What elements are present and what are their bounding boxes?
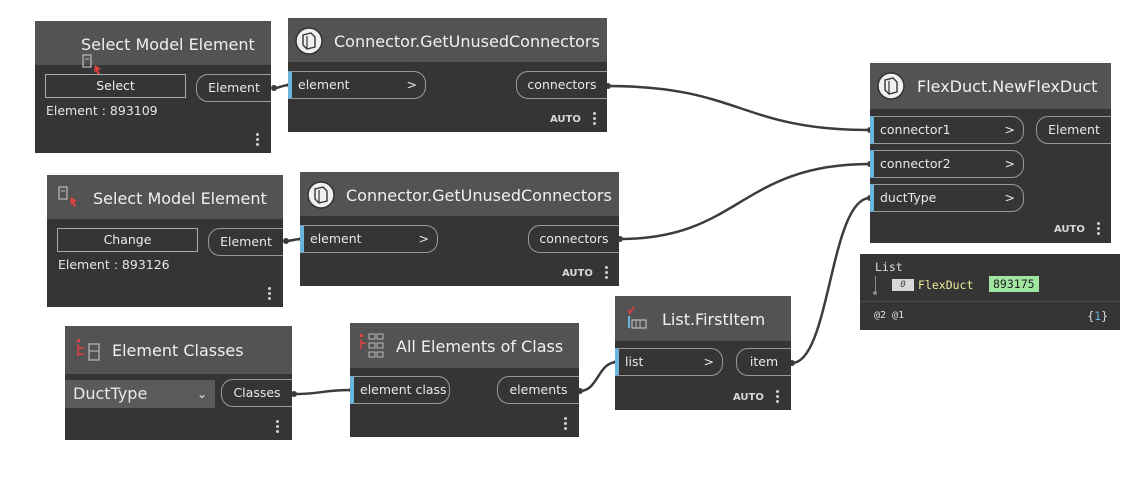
- node-list-first-item[interactable]: List.FirstItem list > item AUTO: [615, 296, 791, 410]
- chevron-down-icon[interactable]: ⌄: [196, 387, 207, 401]
- node-get-unused-connectors-2[interactable]: Connector.GetUnusedConnectors element > …: [300, 172, 619, 286]
- select-element-icon: [82, 54, 101, 75]
- output-port-element[interactable]: Element: [208, 228, 283, 256]
- wire-allclass-firstitem[interactable]: [579, 360, 618, 393]
- connector-icon: [307, 181, 335, 209]
- input-port-connector2[interactable]: connector2 >: [870, 150, 1024, 178]
- selected-element-info: Element : 893126: [58, 257, 170, 272]
- node-header[interactable]: [870, 63, 1111, 109]
- node-menu-icon[interactable]: [276, 420, 279, 435]
- output-port-element[interactable]: Element: [196, 74, 271, 102]
- input-port-list[interactable]: list >: [615, 348, 723, 376]
- port-label: connector2: [880, 156, 951, 171]
- chevron-right-icon[interactable]: >: [1004, 190, 1015, 205]
- node-flexduct-new-flexduct[interactable]: FlexDuct.NewFlexDuct connector1 > connec…: [870, 63, 1111, 243]
- node-header[interactable]: [350, 323, 579, 368]
- node-title: Select Model Element: [81, 35, 255, 54]
- port-label: connector1: [880, 122, 951, 137]
- node-menu-icon[interactable]: [1097, 222, 1100, 237]
- list-firstitem-icon: [627, 306, 647, 329]
- port-label: element class: [360, 382, 447, 397]
- chevron-right-icon[interactable]: >: [1004, 122, 1015, 137]
- wire-classes-allclass[interactable]: [293, 388, 353, 396]
- node-menu-icon[interactable]: [605, 266, 608, 281]
- input-port-ducttype[interactable]: ductType >: [870, 184, 1024, 212]
- node-menu-icon[interactable]: [268, 287, 271, 302]
- connector-icon: [295, 27, 323, 55]
- chevron-right-icon[interactable]: >: [418, 231, 429, 246]
- lacing-label[interactable]: AUTO: [1054, 224, 1085, 235]
- count-close: }: [1101, 309, 1108, 323]
- divider: [860, 301, 1120, 302]
- class-dropdown[interactable]: DuctType ⌄: [65, 380, 215, 408]
- chevron-right-icon[interactable]: >: [1004, 156, 1015, 171]
- flexduct-icon: [877, 72, 905, 100]
- item-value-badge[interactable]: 893175: [989, 276, 1039, 292]
- input-port-element[interactable]: element >: [288, 71, 426, 99]
- wire-firstitem-flexduct[interactable]: [791, 196, 871, 365]
- output-port-classes[interactable]: Classes: [221, 379, 292, 407]
- node-title: Element Classes: [112, 341, 244, 360]
- node-header[interactable]: [35, 21, 271, 65]
- node-get-unused-connectors-1[interactable]: Connector.GetUnusedConnectors element > …: [288, 18, 607, 132]
- chevron-right-icon[interactable]: >: [406, 77, 417, 92]
- output-port-element[interactable]: Element: [1036, 116, 1111, 144]
- lacing-label[interactable]: AUTO: [550, 114, 581, 125]
- port-label: list: [625, 354, 644, 369]
- node-title: FlexDuct.NewFlexDuct: [917, 77, 1098, 96]
- selected-element-info: Element : 893109: [46, 103, 158, 118]
- node-header[interactable]: [300, 172, 619, 216]
- item-count: {1}: [1087, 309, 1108, 323]
- all-elements-icon: [360, 333, 384, 358]
- wire-getc2-flexduct[interactable]: [619, 162, 871, 241]
- element-classes-icon: [77, 339, 100, 361]
- port-label: element: [310, 231, 362, 246]
- select-button[interactable]: Select: [45, 74, 186, 98]
- wire-getc1-flexduct[interactable]: [607, 84, 871, 132]
- node-title: Connector.GetUnusedConnectors: [334, 32, 600, 51]
- input-port-connector1[interactable]: connector1 >: [870, 116, 1024, 144]
- dropdown-selected-value: DuctType: [73, 384, 148, 403]
- chevron-right-icon[interactable]: >: [703, 354, 714, 369]
- node-title: All Elements of Class: [396, 337, 564, 356]
- tree-line: [875, 276, 876, 292]
- preview-bubble[interactable]: List 0 FlexDuct 893175 @2 @1 {1}: [860, 254, 1120, 330]
- node-element-classes[interactable]: Element Classes DuctType ⌄ Classes: [65, 326, 292, 440]
- count-value: 1: [1094, 309, 1102, 323]
- node-header[interactable]: [47, 175, 283, 219]
- node-header[interactable]: [288, 18, 607, 62]
- lacing-label[interactable]: AUTO: [733, 392, 764, 403]
- count-open: {: [1087, 309, 1095, 323]
- node-title: List.FirstItem: [662, 310, 766, 329]
- node-menu-icon[interactable]: [776, 390, 779, 405]
- node-header[interactable]: [615, 296, 791, 341]
- node-select-model-element-2[interactable]: Select Model Element Change Element : 89…: [47, 175, 283, 307]
- output-port-item[interactable]: item: [736, 348, 791, 376]
- lacing-label[interactable]: AUTO: [562, 268, 593, 279]
- node-select-model-element-1[interactable]: Select Model Element Select Element : 89…: [35, 21, 271, 153]
- port-label: element: [298, 77, 350, 92]
- input-port-element-class[interactable]: element class: [350, 376, 450, 404]
- output-port-connectors[interactable]: connectors: [528, 225, 619, 253]
- node-header[interactable]: [65, 326, 292, 374]
- node-menu-icon[interactable]: [256, 133, 259, 148]
- port-label: ductType: [880, 190, 937, 205]
- node-all-elements-of-class[interactable]: All Elements of Class element class elem…: [350, 323, 579, 437]
- item-type: FlexDuct: [918, 278, 974, 292]
- change-button[interactable]: Change: [57, 228, 198, 252]
- node-menu-icon[interactable]: [593, 112, 596, 127]
- list-levels: @2 @1: [874, 310, 905, 321]
- output-port-connectors[interactable]: connectors: [516, 71, 607, 99]
- list-index: 0: [892, 279, 914, 291]
- node-title: Connector.GetUnusedConnectors: [346, 186, 612, 205]
- tree-node-dot: [873, 291, 877, 295]
- node-menu-icon[interactable]: [564, 417, 567, 432]
- output-port-elements[interactable]: elements: [497, 376, 579, 404]
- input-port-element[interactable]: element >: [300, 225, 438, 253]
- select-element-icon: [58, 186, 77, 207]
- preview-list-label: List: [875, 260, 903, 274]
- node-title: Select Model Element: [93, 189, 267, 208]
